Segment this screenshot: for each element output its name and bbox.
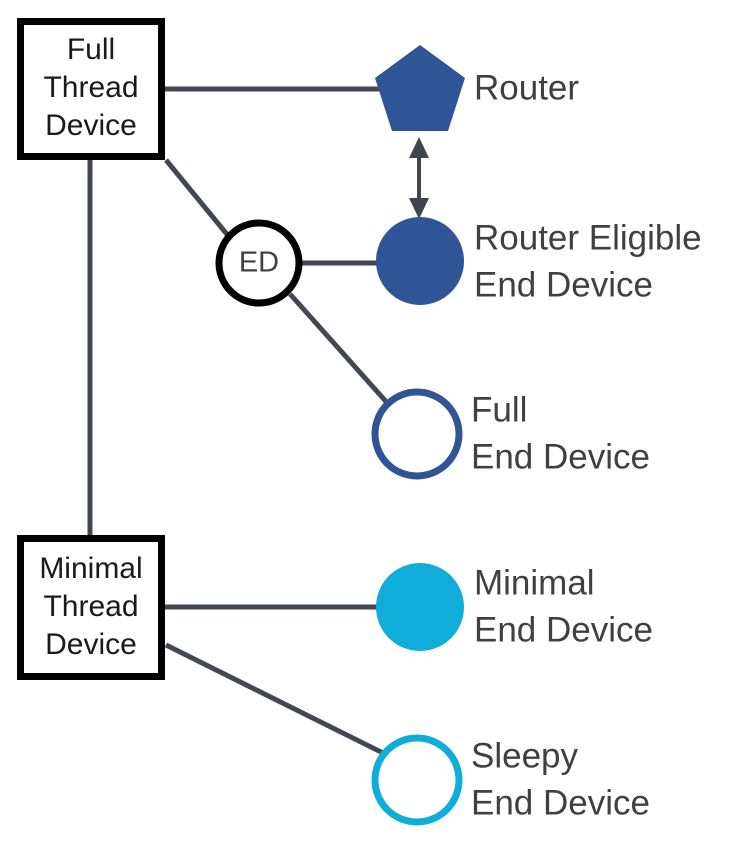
minimal-thread-device-box [17, 535, 165, 680]
router-pentagon-icon [375, 45, 465, 131]
full-end-device-label-line-1: Full [471, 390, 527, 429]
minimal-end-device-circle-icon [376, 563, 464, 651]
router-eligible-end-device-circle-icon [376, 217, 464, 305]
full-thread-device-line-2: Thread [43, 71, 138, 104]
router-eligible-end-device-label-line-1: Router Eligible [474, 218, 702, 257]
minimal-thread-device-line-1: Minimal [39, 552, 142, 585]
end-device-circle [215, 219, 303, 307]
full-thread-device-line-1: Full [67, 33, 115, 66]
full-end-device-circle-icon [371, 388, 463, 480]
end-device-node[interactable]: ED [215, 219, 303, 307]
sleepy-end-device-label-line-2: End Device [471, 783, 650, 822]
router-label: Router [474, 68, 579, 107]
full-thread-device-box [17, 18, 165, 160]
connector-ftd-to-ed [164, 158, 232, 240]
connector-mtd-to-sleepy-end-device [164, 642, 387, 757]
minimal-end-device-label-line-2: End Device [474, 610, 653, 649]
router-eligible-end-device-label-line-2: End Device [474, 265, 653, 304]
minimal-thread-device-line-3: Device [45, 628, 137, 661]
full-end-device-label-line-2: End Device [471, 437, 650, 476]
minimal-thread-device-line-2: Thread [43, 590, 138, 623]
sleepy-end-device-circle-icon [371, 734, 463, 826]
end-device-label: ED [239, 247, 279, 279]
bidirectional-arrow-icon [409, 137, 429, 219]
minimal-end-device-label-line-1: Minimal [474, 563, 595, 602]
full-thread-device-node[interactable]: Full Thread Device [17, 18, 165, 160]
full-thread-device-line-3: Device [45, 109, 137, 142]
minimal-thread-device-node[interactable]: Minimal Thread Device [17, 535, 165, 680]
connector-group [87, 86, 392, 757]
sleepy-end-device-label-line-1: Sleepy [471, 736, 579, 775]
connector-ed-to-full-end-device [288, 292, 392, 408]
